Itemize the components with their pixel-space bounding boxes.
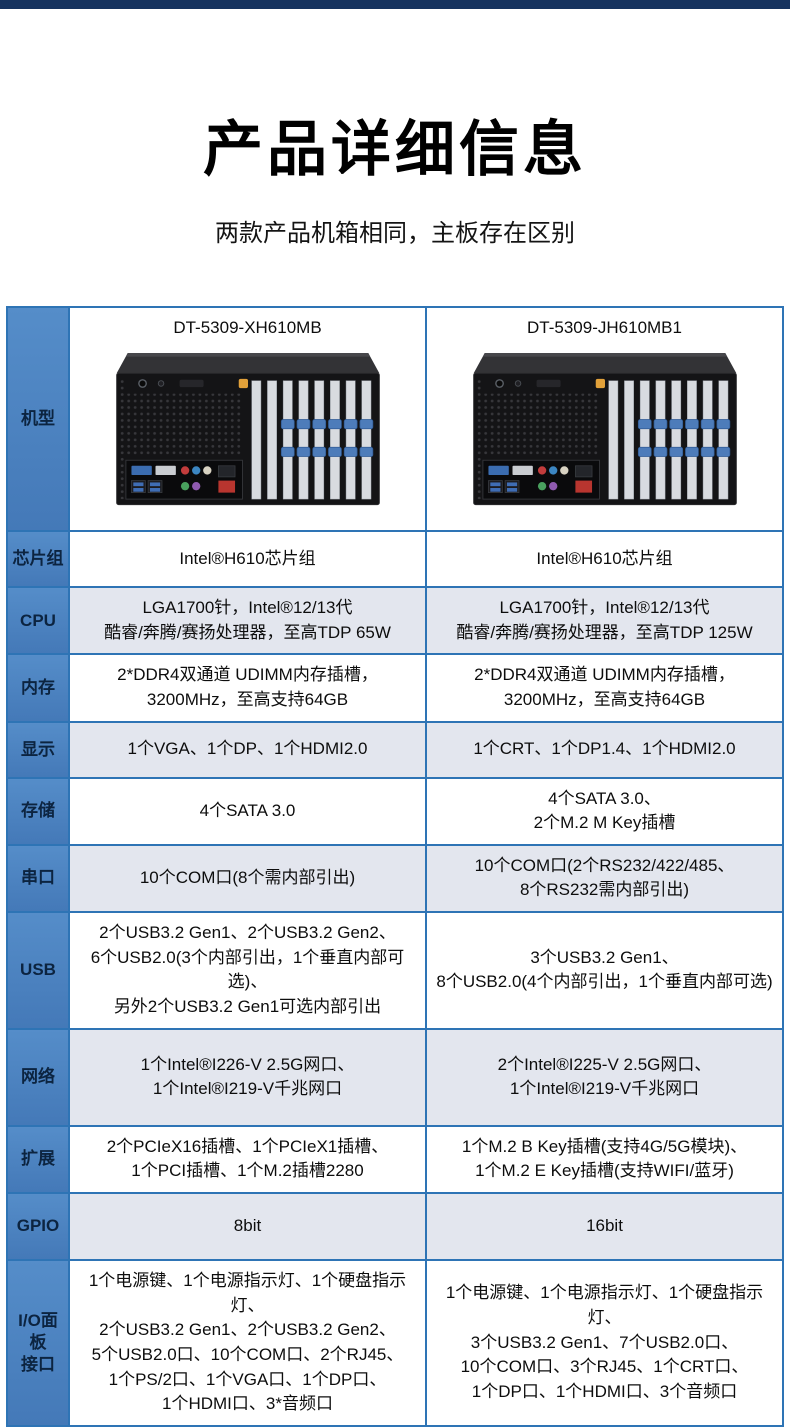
usb-model1: 2个USB3.2 Gen1、2个USB3.2 Gen2、 6个USB2.0(3个… — [68, 911, 427, 1030]
top-banner-bar — [0, 0, 790, 9]
memory-model2: 2*DDR4双通道 UDIMM内存插槽， 3200MHz，至高支持64GB — [425, 653, 784, 723]
display-model1: 1个VGA、1个DP、1个HDMI2.0 — [68, 720, 427, 779]
storage-model1: 4个SATA 3.0 — [68, 776, 427, 846]
spec-row-usb: USB 2个USB3.2 Gen1、2个USB3.2 Gen2、 6个USB2.… — [6, 911, 784, 1030]
spec-row-chipset: 芯片组 Intel®H610芯片组 Intel®H610芯片组 — [6, 530, 784, 588]
gpio-model1: 8bit — [68, 1191, 427, 1261]
row-label-network: 网络 — [6, 1027, 70, 1127]
storage-model2: 4个SATA 3.0、 2个M.2 M Key插槽 — [425, 776, 784, 846]
network-model1: 1个Intel®I226-V 2.5G网口、 1个Intel®I219-V千兆网… — [68, 1027, 427, 1127]
row-label-io-panel: I/O面板 接口 — [6, 1258, 70, 1427]
chassis-image-left — [115, 352, 380, 506]
spec-row-display: 显示 1个VGA、1个DP、1个HDMI2.0 1个CRT、1个DP1.4、1个… — [6, 720, 784, 779]
model-cell-left: DT-5309-XH610MB — [68, 306, 427, 532]
memory-model1: 2*DDR4双通道 UDIMM内存插槽， 3200MHz，至高支持64GB — [68, 653, 427, 723]
page-subtitle: 两款产品机箱相同，主板存在区别 — [215, 220, 575, 247]
spec-row-network: 网络 1个Intel®I226-V 2.5G网口、 1个Intel®I219-V… — [6, 1027, 784, 1127]
row-label-display: 显示 — [6, 720, 70, 779]
row-label-memory: 内存 — [6, 653, 70, 723]
spec-row-serial: 串口 10个COM口(8个需内部引出) 10个COM口(2个RS232/422/… — [6, 843, 784, 914]
model-name-left: DT-5309-XH610MB — [173, 318, 322, 337]
cpu-model1: LGA1700针，Intel®12/13代 酷睿/奔腾/赛扬处理器，至高TDP … — [68, 585, 427, 656]
expansion-model2: 1个M.2 B Key插槽(支持4G/5G模块)、 1个M.2 E Key插槽(… — [425, 1124, 784, 1194]
model-name-right: DT-5309-JH610MB1 — [527, 318, 682, 337]
io-panel-model1: 1个电源键、1个电源指示灯、1个硬盘指示灯、 2个USB3.2 Gen1、2个U… — [68, 1258, 427, 1427]
serial-model1: 10个COM口(8个需内部引出) — [68, 843, 427, 914]
spec-row-cpu: CPU LGA1700针，Intel®12/13代 酷睿/奔腾/赛扬处理器，至高… — [6, 585, 784, 656]
usb-model2: 3个USB3.2 Gen1、 8个USB2.0(4个内部引出，1个垂直内部可选) — [425, 911, 784, 1030]
row-label-usb: USB — [6, 911, 70, 1030]
row-label-cpu: CPU — [6, 585, 70, 656]
row-label-expansion: 扩展 — [6, 1124, 70, 1194]
chipset-model1: Intel®H610芯片组 — [68, 530, 427, 588]
row-label-chipset: 芯片组 — [6, 530, 70, 588]
row-label-model: 机型 — [6, 306, 70, 532]
model-cell-right: DT-5309-JH610MB1 — [425, 306, 784, 532]
chassis-image-right — [472, 352, 737, 506]
chipset-model2: Intel®H610芯片组 — [425, 530, 784, 588]
spec-comparison-table: 机型 DT-5309-XH610MB — [6, 306, 784, 1427]
cpu-model2: LGA1700针，Intel®12/13代 酷睿/奔腾/赛扬处理器，至高TDP … — [425, 585, 784, 656]
display-model2: 1个CRT、1个DP1.4、1个HDMI2.0 — [425, 720, 784, 779]
spec-row-memory: 内存 2*DDR4双通道 UDIMM内存插槽， 3200MHz，至高支持64GB… — [6, 653, 784, 723]
spec-row-io-panel: I/O面板 接口 1个电源键、1个电源指示灯、1个硬盘指示灯、 2个USB3.2… — [6, 1258, 784, 1427]
spec-row-model: 机型 DT-5309-XH610MB — [6, 306, 784, 532]
serial-model2: 10个COM口(2个RS232/422/485、 8个RS232需内部引出) — [425, 843, 784, 914]
network-model2: 2个Intel®I225-V 2.5G网口、 1个Intel®I219-V千兆网… — [425, 1027, 784, 1127]
page-title: 产品详细信息 — [203, 116, 587, 183]
row-label-storage: 存储 — [6, 776, 70, 846]
spec-row-storage: 存储 4个SATA 3.0 4个SATA 3.0、 2个M.2 M Key插槽 — [6, 776, 784, 846]
row-label-gpio: GPIO — [6, 1191, 70, 1261]
spec-row-gpio: GPIO 8bit 16bit — [6, 1191, 784, 1261]
row-label-serial: 串口 — [6, 843, 70, 914]
spec-row-expansion: 扩展 2个PCIeX16插槽、1个PCIeX1插槽、 1个PCI插槽、1个M.2… — [6, 1124, 784, 1194]
expansion-model1: 2个PCIeX16插槽、1个PCIeX1插槽、 1个PCI插槽、1个M.2插槽2… — [68, 1124, 427, 1194]
io-panel-model2: 1个电源键、1个电源指示灯、1个硬盘指示灯、 3个USB3.2 Gen1、7个U… — [425, 1258, 784, 1427]
gpio-model2: 16bit — [425, 1191, 784, 1261]
